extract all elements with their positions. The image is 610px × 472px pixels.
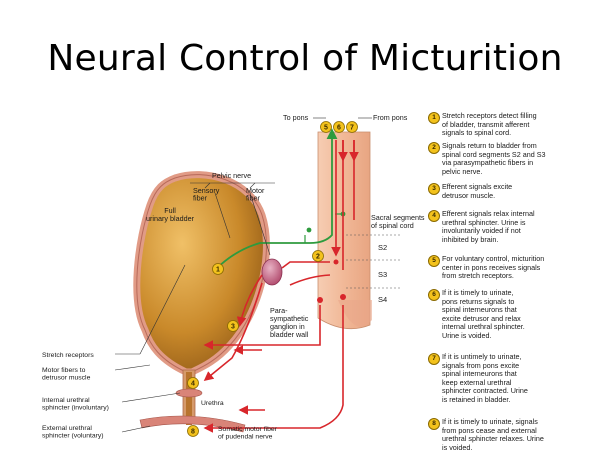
page-title: Neural Control of Micturition <box>47 38 563 79</box>
svg-text:2: 2 <box>316 254 320 261</box>
stretch-receptors-label: Stretch receptors <box>42 352 94 359</box>
motor-fiber-label-line: fiber <box>246 194 261 203</box>
parasympathetic-label-line: Para- <box>270 306 288 315</box>
s2-label: S2 <box>378 243 387 252</box>
parasympathetic-label-line: bladder wall <box>270 330 309 339</box>
motor-fiber-label-line: Motor <box>246 186 265 195</box>
step-text: If it is timely to urinate, signals from… <box>442 417 544 452</box>
step-text: Signals return to bladder from spinal co… <box>442 141 546 176</box>
parasympathetic-ganglion <box>261 258 283 286</box>
urethra-label: Urethra <box>201 400 224 407</box>
internal-sphincter-label-line: Internal urethral <box>42 397 90 404</box>
s4-label: S4 <box>378 295 387 304</box>
step-text: If it is untimely to urinate, signals fr… <box>442 352 528 404</box>
sensory-fiber-label-line: Sensory <box>193 186 220 195</box>
svg-text:8: 8 <box>191 429 195 436</box>
sacral-segments-label-line: Sacral segments <box>371 213 425 222</box>
step-number-badge: 6 <box>428 289 440 301</box>
svg-text:7: 7 <box>350 125 354 132</box>
internal-sphincter-label-line: sphincter (involuntary) <box>42 404 109 411</box>
s3-label: S3 <box>378 270 387 279</box>
step-text: Efferent signals excite detrusor muscle. <box>442 182 513 200</box>
spinal-cord <box>317 131 400 330</box>
somatic-motor-label-line: of pudendal nerve <box>218 433 273 440</box>
step-number-badge: 8 <box>428 418 440 430</box>
parasympathetic-label-line: sympathetic <box>270 314 309 323</box>
step-number-badge: 5 <box>428 255 440 267</box>
afferent-pathways <box>214 128 346 271</box>
svg-text:5: 5 <box>324 125 328 132</box>
svg-text:6: 6 <box>337 125 341 132</box>
step-number-badge: 1 <box>428 112 440 124</box>
step-text: For voluntary control, micturition cente… <box>442 254 545 281</box>
svg-text:4: 4 <box>191 381 195 388</box>
motor-fibers-label-line: Motor fibers to <box>42 367 86 374</box>
diagram-markers: 5 6 7 1 2 3 4 8 <box>187 121 358 437</box>
leader-lines <box>114 117 372 433</box>
parasympathetic-label-line: ganglion in <box>270 322 305 331</box>
step-text: Efferent signals relax internal urethral… <box>442 209 535 244</box>
step-text: Stretch receptors detect filling of blad… <box>442 111 537 138</box>
pelvic-nerve-label: Pelvic nerve <box>212 171 251 180</box>
somatic-motor-label-line: Somatic motor fiber <box>218 426 278 433</box>
external-sphincter-label-line: External urethral <box>42 425 92 432</box>
step-number-badge: 7 <box>428 353 440 365</box>
to-pons-label: To pons <box>283 113 309 122</box>
step-number-badge: 4 <box>428 210 440 222</box>
full-bladder-label-line: Full <box>164 206 176 215</box>
svg-text:3: 3 <box>231 324 235 331</box>
external-sphincter-label-line: sphincter (voluntary) <box>42 432 104 439</box>
step-text: If it is timely to urinate, pons returns… <box>442 288 525 340</box>
svg-text:1: 1 <box>216 267 220 274</box>
step-number-badge: 2 <box>428 142 440 154</box>
efferent-pathways <box>203 140 359 433</box>
sacral-segments-label-line: of spinal cord <box>371 221 414 230</box>
sensory-fiber-label-line: fiber <box>193 194 208 203</box>
from-pons-label: From pons <box>373 113 408 122</box>
motor-fibers-label-line: detrusor muscle <box>42 374 91 381</box>
full-bladder-label-line: urinary bladder <box>146 214 195 223</box>
step-number-badge: 3 <box>428 183 440 195</box>
